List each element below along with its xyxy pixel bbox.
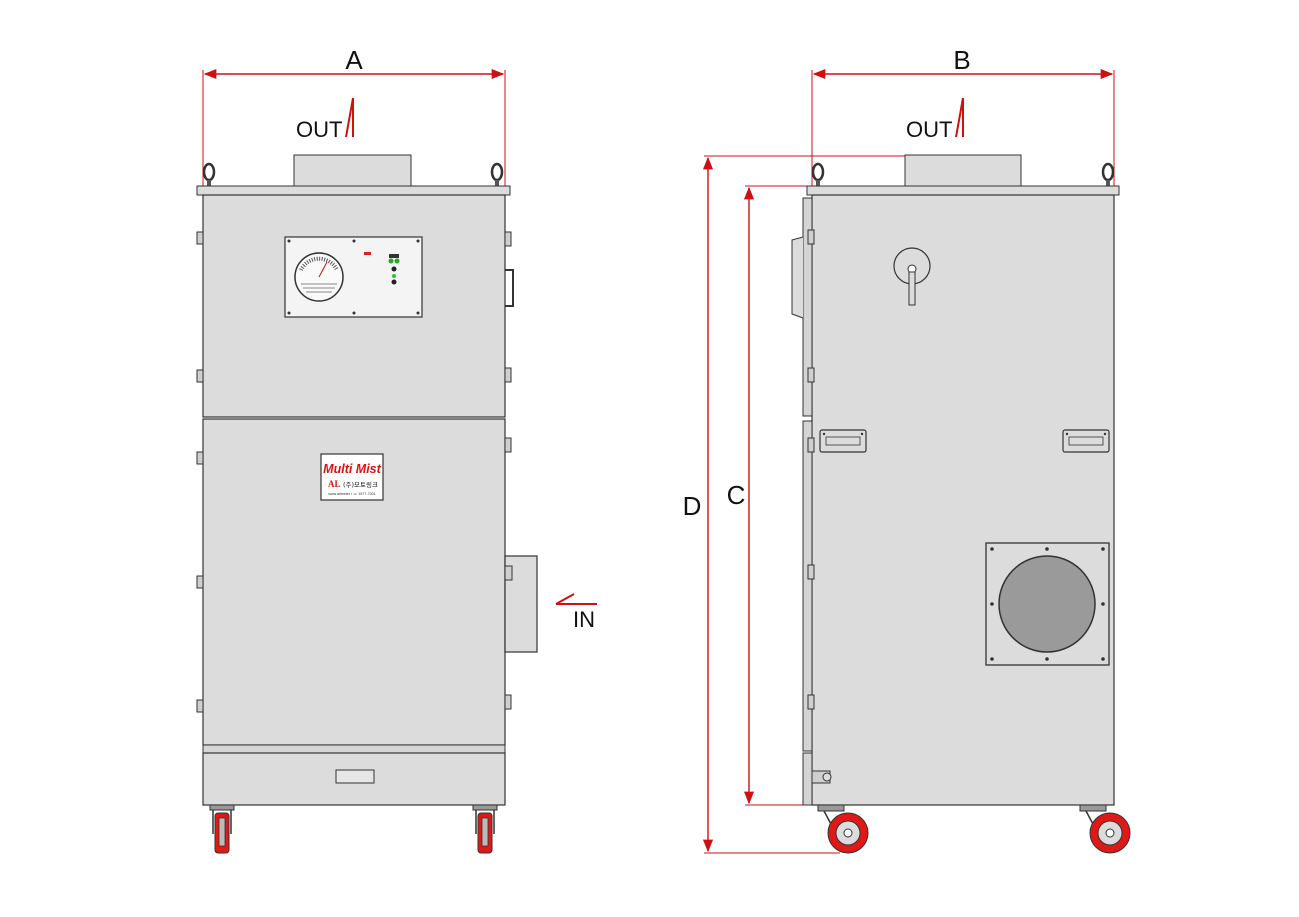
brand-name: Multi Mist [323, 462, 381, 476]
caster-left-side [817, 804, 869, 854]
control-panel [284, 236, 423, 318]
lifting-eyes-front [202, 162, 504, 186]
hinges-side [807, 229, 815, 710]
side-handle-front [505, 269, 514, 307]
panel-protrusion [791, 236, 804, 319]
start-button-icon [391, 266, 397, 272]
caster-right-front [472, 804, 498, 854]
outlet-indicator-side: OUT [906, 97, 964, 142]
warning-lamp-icon [364, 252, 371, 255]
inlet-label: IN [573, 607, 595, 632]
door-edge-base [802, 752, 813, 806]
side-body [811, 194, 1115, 806]
outlet-label-front: OUT [296, 117, 342, 142]
outlet-duct-front [293, 154, 412, 188]
maker-mark: AL [328, 479, 341, 489]
dimension-b-label: B [953, 45, 970, 75]
inlet-arrow-icon [555, 593, 597, 605]
outlet-arrow-icon [345, 97, 354, 138]
base-rail-front [202, 744, 506, 754]
outlet-arrow-side-icon [955, 97, 964, 138]
lifting-eyes-side [811, 162, 1115, 186]
fan-exhaust-plate [985, 542, 1110, 666]
top-lid-side [806, 185, 1120, 196]
caster-left-front [209, 804, 235, 854]
outlet-duct-side [904, 154, 1022, 188]
dimension-d-label: D [683, 491, 702, 521]
side-view: B OUT D C [683, 45, 1131, 854]
outlet-label-side: OUT [906, 117, 952, 142]
top-lid-front [196, 185, 511, 196]
outlet-indicator-front: OUT [296, 97, 354, 142]
dimension-d: D [683, 155, 905, 854]
dimension-c: C [727, 185, 808, 806]
rotary-handle-icon [893, 247, 931, 306]
nameplate: Multi Mist AL (주)모토링크 www.altmeter / ☏ 1… [320, 453, 384, 501]
door-edge-lower [802, 420, 813, 752]
front-view: A OUT [196, 45, 597, 854]
base-handle [335, 769, 375, 784]
hinges-front [196, 231, 512, 713]
maker-contact: www.altmeter / ☏ 1577-7001 [328, 492, 375, 496]
stop-button-icon [391, 279, 397, 285]
maker-name: (주)모토링크 [343, 481, 378, 489]
dimension-c-label: C [727, 480, 746, 510]
dimension-a-label: A [345, 45, 363, 75]
side-plate-right [1062, 429, 1110, 453]
fan-disc-icon [998, 555, 1096, 653]
run-lamp-icon [392, 274, 396, 278]
side-plate-left [819, 429, 867, 453]
caster-right-side [1079, 804, 1131, 854]
inlet-indicator: IN [555, 593, 597, 632]
pressure-gauge-icon [294, 252, 344, 302]
